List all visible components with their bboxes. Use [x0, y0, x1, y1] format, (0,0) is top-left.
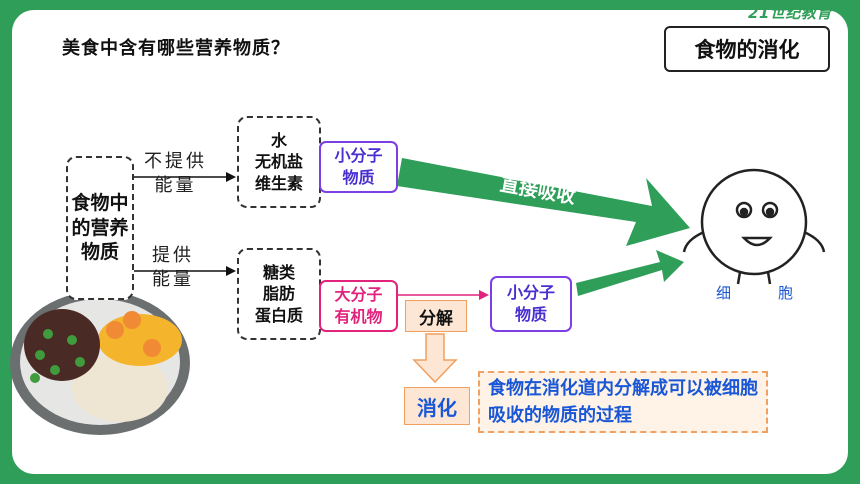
brand-logo: 21世纪教育: [748, 4, 832, 22]
question-text: 美食中含有哪些营养物质？: [62, 38, 290, 59]
energy-label-line2: 能量: [152, 269, 194, 291]
direct-absorb-arrow: [397, 158, 690, 246]
nutrient-carbohydrates: 糖类: [262, 262, 295, 282]
food-plate-image: [10, 291, 190, 435]
small-molecule-box-2: 小分子 物质: [490, 276, 572, 332]
nutrient-minerals: 无机盐: [254, 152, 303, 172]
cell-cartoon: [682, 168, 826, 285]
absorb-arrow-2: [576, 250, 684, 296]
large-molecule-line1: 大分子: [334, 285, 383, 305]
digestion-down-arrow: [412, 333, 458, 384]
nutrient-water: 水: [270, 130, 287, 150]
large-molecule-box: 大分子 有机物: [319, 280, 398, 332]
small-molecule-box-1: 小分子 物质: [319, 141, 398, 193]
nutrient-protein: 蛋白质: [254, 305, 303, 325]
nutrient-fat: 脂肪: [262, 284, 295, 304]
no-energy-nutrients-box: 水 无机盐 维生素: [237, 116, 321, 208]
decompose-label: 分解: [405, 300, 467, 332]
small-molecule-2-line2: 物质: [514, 305, 547, 324]
no-energy-label-line1: 不提供: [144, 151, 207, 172]
small-molecule-2-line1: 小分子: [506, 283, 555, 303]
energy-label: 提供 能量: [152, 244, 194, 293]
cell-label-1: 细: [716, 284, 732, 302]
nutrient-vitamins: 维生素: [254, 173, 303, 193]
digestion-label: 消化: [404, 387, 470, 425]
food-nutrients-box: 食物中的营养物质: [66, 156, 134, 300]
small-molecule-1-line2: 物质: [342, 168, 375, 187]
cell-label-2: 胞: [778, 284, 794, 302]
large-molecule-line2: 有机物: [334, 307, 383, 326]
small-molecule-1-line1: 小分子: [334, 146, 383, 166]
no-energy-label-line2: 能量: [154, 175, 197, 197]
energy-label-line1: 提供: [152, 245, 194, 266]
digestion-definition: 食物在消化道内分解成可以被细胞吸收的物质的过程: [478, 371, 768, 433]
page-title: 食物的消化: [664, 26, 830, 72]
no-energy-label: 不提供 能量: [144, 150, 207, 199]
energy-nutrients-box: 糖类 脂肪 蛋白质: [237, 248, 321, 340]
